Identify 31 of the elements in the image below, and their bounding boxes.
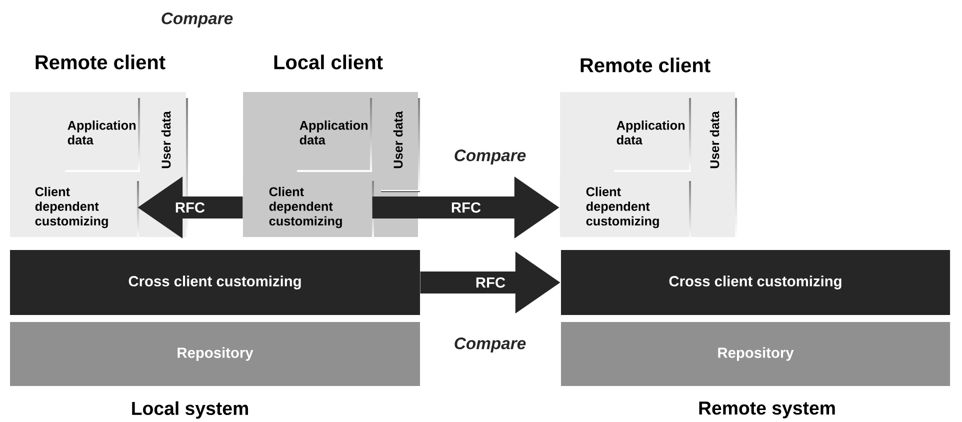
heading: Remote client: [36, 54, 166, 70]
node-label: Client dependent customizing: [269, 186, 342, 228]
node-label: User data: [393, 111, 403, 168]
data-box: Client dependent customizing: [242, 178, 374, 239]
node-label: Application data: [616, 120, 685, 144]
node-label: User data: [161, 111, 171, 168]
data-box: Application data: [611, 95, 691, 172]
data-box: Application data: [62, 95, 140, 172]
layer-bar: Repository: [560, 322, 950, 386]
node-label: User data: [710, 111, 720, 168]
node-label: Client dependent customizing: [35, 186, 108, 228]
system-caption: Local system: [132, 401, 248, 419]
data-column: User data: [694, 95, 737, 239]
compare-label: Compare: [454, 149, 526, 165]
data-box: Client dependent customizing: [560, 178, 691, 239]
layer-bar: Cross client customizing: [10, 250, 420, 316]
data-box: Client dependent customizing: [10, 178, 139, 239]
heading: Local client: [274, 54, 383, 70]
data-column: User data: [378, 95, 420, 192]
layer-bar: Cross client customizing: [560, 250, 950, 316]
node-label: Application data: [300, 120, 368, 144]
system-caption: Remote system: [699, 402, 835, 418]
layer-bar: Repository: [10, 322, 420, 386]
compare-label: Compare: [162, 12, 233, 28]
node-label: Application data: [68, 120, 136, 144]
heading: Remote client: [580, 58, 710, 72]
node-label: Client dependent customizing: [586, 186, 659, 228]
compare-label: Compare: [454, 337, 526, 353]
data-box: Application data: [294, 95, 372, 172]
edge-label: RFC: [450, 200, 482, 214]
edge-label: RFC: [474, 276, 507, 290]
